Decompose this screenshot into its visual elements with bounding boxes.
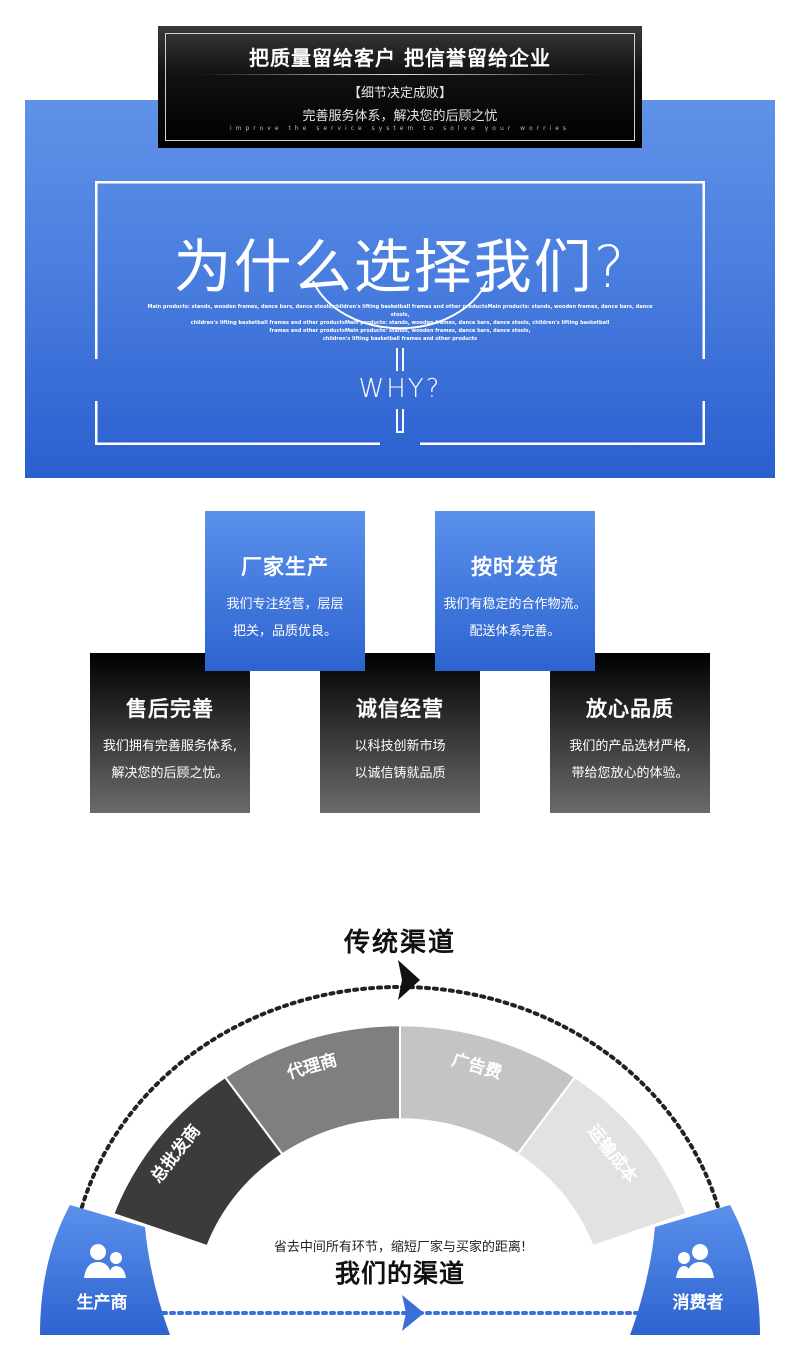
- card-title: 售后完善: [126, 697, 214, 721]
- slogan-english: improve the service system to solve your…: [229, 125, 571, 132]
- products-line: children's lifting basketball frames and…: [190, 320, 610, 326]
- our-channel-title: 我们的渠道: [334, 1259, 465, 1288]
- slogan-headline: 把质量留给客户 把信誉留给企业: [249, 46, 551, 70]
- card-desc: 以科技创新市场 以诚信铸就品质: [354, 739, 446, 781]
- slogan-frame: [165, 33, 635, 141]
- consumer-label: 消费者: [672, 1293, 724, 1313]
- products-line: children's lifting basketball frames and…: [322, 336, 478, 342]
- slogan-tagline: 【细节决定成败】: [347, 86, 452, 101]
- card-desc: 我们的产品选材严格, 带给您放心的体验。: [569, 739, 691, 781]
- slogan-subtitle: 完善服务体系，解决您的后顾之忧: [302, 109, 498, 124]
- card-title: 厂家生产: [241, 555, 329, 579]
- products-description: Main products: stands, wooden frames, da…: [140, 303, 660, 343]
- card-title: 按时发货: [471, 555, 559, 579]
- channel-diagram: [40, 960, 760, 1335]
- card-delivery: 按时发货 我们有稳定的合作物流。 配送体系完善。: [435, 511, 595, 671]
- card-desc: 我们有稳定的合作物流。 配送体系完善。: [443, 597, 587, 639]
- why-english: WHY?: [358, 374, 442, 404]
- card-factory: 厂家生产 我们专注经营，层层 把关，品质优良。: [205, 511, 365, 671]
- arrow-right-icon: [402, 1295, 424, 1331]
- users-icon: [84, 1244, 126, 1278]
- card-desc: 我们专注经营，层层 把关，品质优良。: [226, 597, 344, 639]
- arrow-right-icon: [398, 960, 420, 1000]
- slogan-banner: 把质量留给客户 把信誉留给企业 【细节决定成败】 完善服务体系，解决您的后顾之忧…: [158, 26, 642, 148]
- products-line: Main products: stands, wooden frames, da…: [147, 304, 653, 318]
- why-frame: [95, 181, 705, 445]
- card-title: 放心品质: [586, 697, 674, 721]
- card-aftersale: 售后完善 我们拥有完善服务体系, 解决您的后顾之忧。: [90, 653, 250, 813]
- card-title: 诚信经营: [356, 697, 444, 721]
- producer-label: 生产商: [76, 1293, 128, 1313]
- card-integrity: 诚信经营 以科技创新市场 以诚信铸就品质: [320, 653, 480, 813]
- traditional-channel-title: 传统渠道: [343, 928, 456, 958]
- channel-note: 省去中间所有环节，缩短厂家与买家的距离!: [273, 1240, 527, 1255]
- why-panel: [25, 100, 775, 478]
- why-title: 为什么选择我们?: [173, 233, 627, 301]
- users-icon: [676, 1244, 714, 1278]
- traditional-dotted-arc: [70, 984, 730, 1256]
- slogan-divider: [198, 74, 602, 75]
- card-quality: 放心品质 我们的产品选材严格, 带给您放心的体验。: [550, 653, 710, 813]
- card-desc: 我们拥有完善服务体系, 解决您的后顾之忧。: [102, 739, 238, 781]
- products-line: frames and other productsMain products: …: [269, 328, 531, 334]
- segment-transport: [516, 1075, 688, 1248]
